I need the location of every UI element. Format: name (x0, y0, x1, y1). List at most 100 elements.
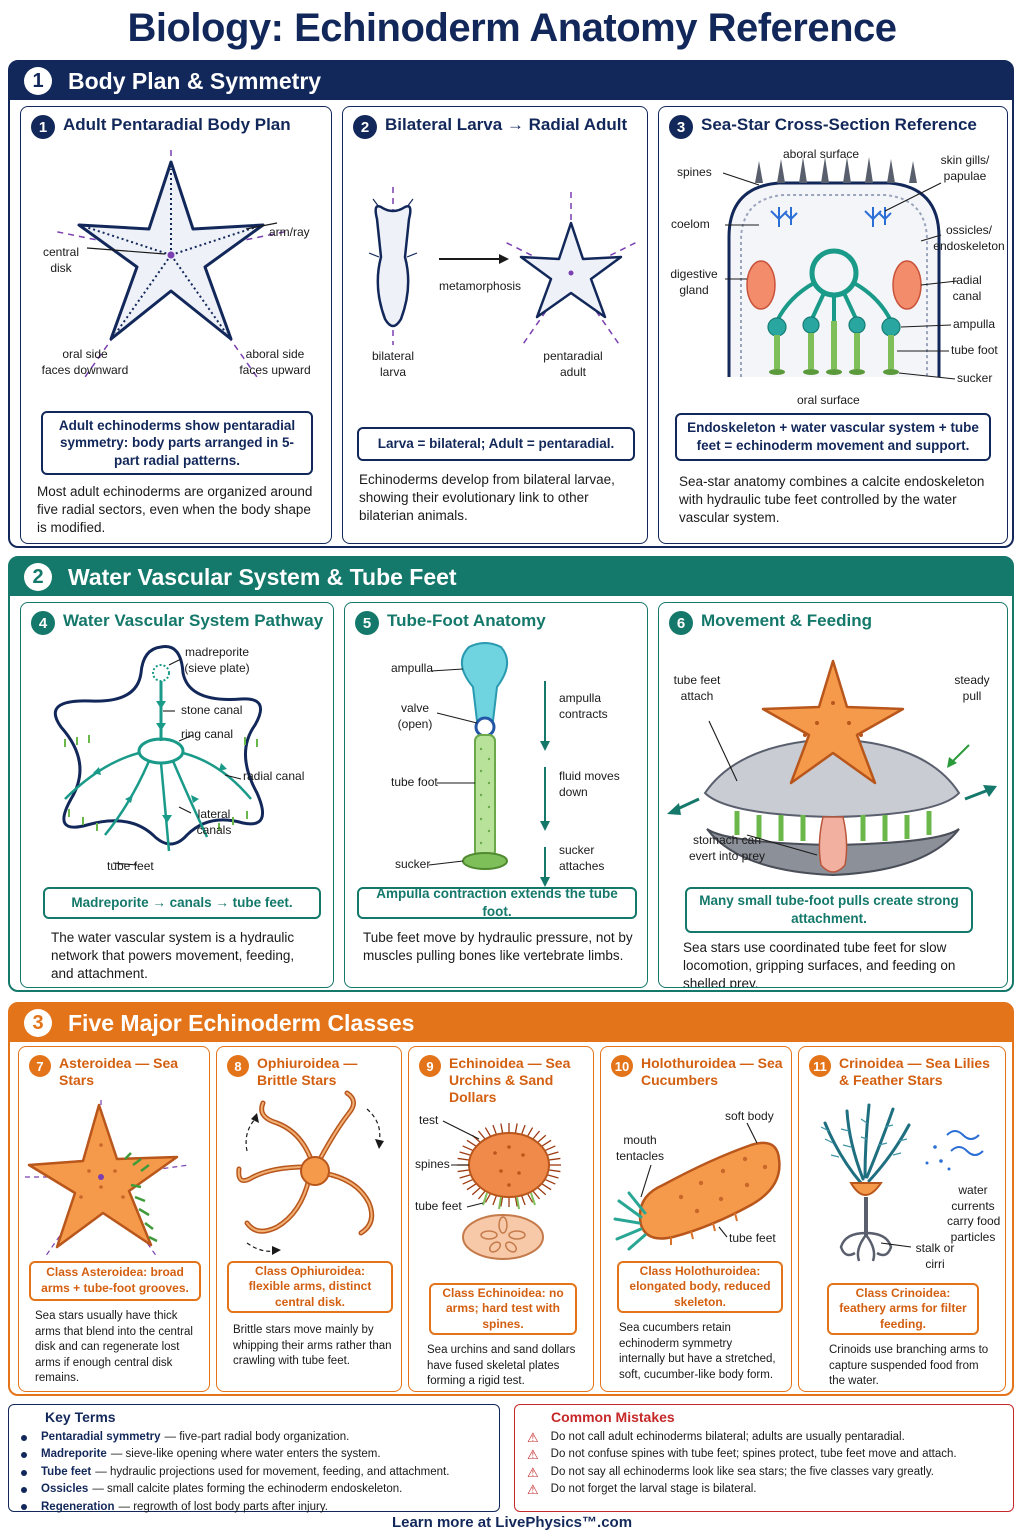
footer-link[interactable]: Learn more at LivePhysics™.com (391, 1514, 633, 1531)
panel-title: Adult Pentaradial Body Plan (63, 115, 291, 134)
label-tube-foot: tube foot (391, 775, 438, 789)
sand-dollar (462, 1214, 544, 1260)
sea-star-feeding-illustration (667, 659, 997, 877)
mistake-item: ⚠Do not call adult echinoderms bilateral… (527, 1430, 905, 1445)
label-radial-canal: radial canal (243, 769, 305, 783)
pinnules (820, 1118, 908, 1158)
key-terms-title: Key Terms (45, 1409, 116, 1425)
description: Echinoderms develop from bilateral larva… (359, 472, 615, 524)
common-mistakes-title: Common Mistakes (551, 1409, 675, 1425)
label-arm: arm/ray (269, 225, 310, 239)
tube-foot-pores (479, 747, 491, 845)
section-number: 3 (24, 1009, 52, 1037)
key-term-item: Pentaradial symmetry— five-part radial b… (21, 1429, 491, 1446)
warning-icon: ⚠ (527, 1464, 539, 1480)
label-spines: spines (415, 1157, 450, 1171)
section-title: Body Plan & Symmetry (68, 67, 322, 94)
common-mistakes-list: ⚠Do not call adult echinoderms bilateral… (527, 1429, 1005, 1499)
feathery-arms (823, 1103, 911, 1185)
sea-cucumber-illustration (613, 1122, 781, 1251)
callout-endoskeleton: Endoskeleton + water vascular system + t… (675, 413, 991, 461)
description: Sea stars use coordinated tube feet for … (683, 940, 956, 988)
panel-number: 3 (669, 115, 693, 139)
description: Crinoids use branching arms to capture s… (829, 1344, 989, 1388)
callout-crinoidea: Class Crinoidea: feathery arms for filte… (827, 1283, 979, 1335)
radial-canals (775, 281, 893, 322)
everted-stomach (818, 816, 848, 873)
spines (755, 157, 917, 183)
panel-asteroidea: 7 Asteroidea — Sea Stars Class Asteroidea… (18, 1046, 210, 1392)
digestive-gland-right (892, 260, 922, 310)
section-number: 2 (24, 563, 52, 591)
key-terms-box: Key Terms Pentaradial symmetry— five-par… (8, 1404, 500, 1513)
sea-star-illustration (25, 1099, 190, 1258)
panel-number: 11 (809, 1055, 831, 1077)
central-disk-marker (167, 251, 175, 259)
label-ampulla: ampulla (391, 661, 434, 675)
key-term-item: Regeneration— regrowth of lost body part… (21, 1499, 491, 1516)
warning-icon: ⚠ (527, 1447, 539, 1463)
ambulacral-grooves (85, 169, 257, 334)
label-soft-body: soft body (725, 1109, 774, 1123)
description: Sea urchins and sand dollars have fused … (427, 1344, 576, 1388)
bullet-icon (21, 1486, 27, 1493)
description: Most adult echinoderms are organized aro… (37, 484, 313, 536)
mistake-item: ⚠Do not confuse spines with tube feet; s… (527, 1447, 957, 1463)
adult-sea-star-illustration (52, 149, 290, 378)
urchin-test (468, 1132, 550, 1198)
label-tube-feet: tube feet (415, 1199, 462, 1213)
key-term-item: Ossicles— small calcite plates forming t… (21, 1481, 491, 1498)
attached-tube-feet (734, 811, 932, 841)
bilateral-larva (374, 205, 412, 328)
label-tube-feet: tube feet (107, 859, 154, 873)
pentaradial-adult (519, 221, 623, 319)
panel-number: 7 (29, 1055, 51, 1077)
label-test: test (419, 1113, 439, 1127)
label-ring-canal: ring canal (181, 727, 234, 741)
warning-icon: ⚠ (527, 1482, 539, 1498)
clam-upper-shell (703, 737, 961, 819)
suckers (769, 369, 899, 375)
panel-title: Water Vascular System Pathway (63, 611, 324, 630)
panel-number: 2 (353, 115, 377, 139)
key-terms-list: Pentaradial symmetry— five-part radial b… (21, 1429, 491, 1516)
description: Sea stars usually have thick arms that b… (35, 1310, 193, 1385)
panel-number: 5 (355, 611, 379, 635)
label-spines: spines (677, 165, 712, 179)
panel-title: Ophiuroidea — Brittle Stars (257, 1055, 358, 1088)
tube-foot-groove (124, 1152, 158, 1243)
sea-cucumber-body (638, 1141, 781, 1240)
callout-asteroidea: Class Asteroidea: broad arms + tube-foot… (29, 1261, 201, 1301)
madreporite (152, 664, 170, 682)
panel-title: Holothuroidea — Sea Cucumbers (641, 1055, 783, 1088)
label-metamorphosis: metamorphosis (439, 279, 522, 293)
panel-cross-section: 3 Sea-Star Cross-Section Reference (658, 106, 1008, 544)
water-currents (946, 1130, 984, 1156)
panel-title: Asteroidea — Sea Stars (59, 1055, 179, 1088)
crinoid-illustration (820, 1103, 984, 1262)
tube-foot-diagram (428, 642, 550, 887)
callout-ophiuroidea: Class Ophiuroidea: flexible arms, distin… (227, 1261, 393, 1313)
panel-title: Sea-Star Cross-Section Reference (701, 115, 977, 134)
bullet-icon (21, 1469, 27, 1476)
panel-number: 9 (419, 1055, 441, 1077)
